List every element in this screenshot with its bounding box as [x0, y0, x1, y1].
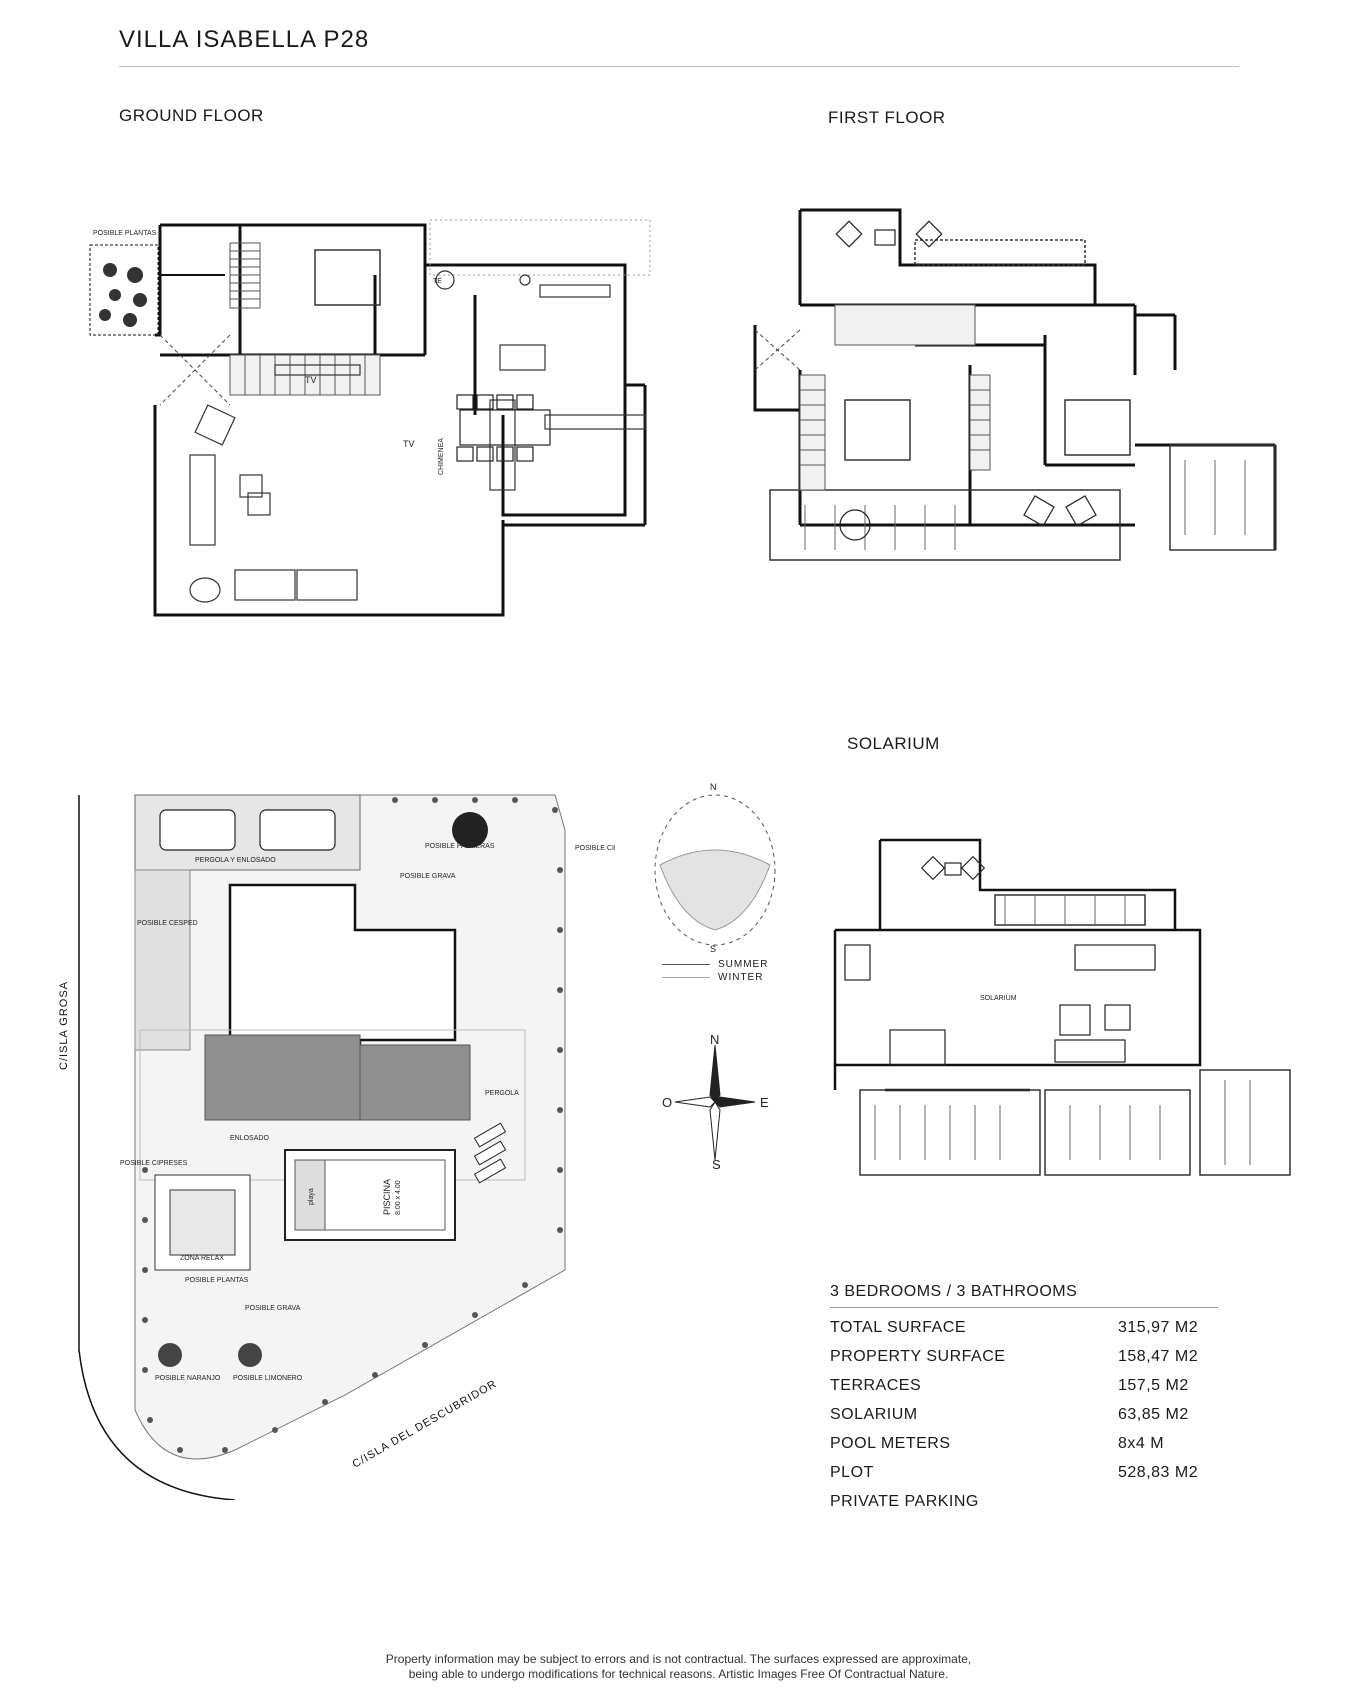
- street-isla-grosa: C/ISLA GROSA: [58, 981, 70, 1070]
- sun-s-label: S: [710, 944, 716, 954]
- disclaimer-line-2: being able to undergo modifications for …: [408, 1667, 949, 1681]
- spec-value: [1118, 1493, 1218, 1511]
- playa-label: playa: [308, 1188, 315, 1205]
- spec-row: POOL METERS 8x4 M: [830, 1435, 1218, 1453]
- spec-value: 63,85 M2: [1118, 1406, 1189, 1423]
- specs-heading: 3 BEDROOMS / 3 BATHROOMS: [830, 1283, 1218, 1308]
- posible-plantas-label-site: POSIBLE PLANTAS: [185, 1277, 249, 1284]
- spec-row: TOTAL SURFACE 315,97 M2: [830, 1319, 1218, 1337]
- first-floor-plan: [745, 205, 1285, 620]
- compass-n: N: [710, 1035, 719, 1047]
- compass-o: O: [662, 1095, 672, 1110]
- te-label: TE: [433, 278, 442, 285]
- spec-row: SOLARIUM 63,85 M2: [830, 1406, 1218, 1424]
- zona-relax-label: ZONA RELAX: [180, 1255, 224, 1262]
- legend-summer: SUMMER: [718, 959, 769, 970]
- posible-palmeras-label: POSIBLE PALMERAS: [425, 843, 495, 850]
- piscina-label: PISCINA: [382, 1179, 392, 1215]
- sun-n-label: N: [710, 782, 717, 792]
- posible-grava-label-1: POSIBLE GRAVA: [400, 873, 456, 880]
- posible-grava-label-2: POSIBLE GRAVA: [245, 1305, 301, 1312]
- posible-limonero-label: POSIBLE LIMONERO: [233, 1375, 303, 1382]
- spec-value: 8x4 M: [1118, 1435, 1165, 1452]
- posible-cesped-label: POSIBLE CESPED: [137, 920, 198, 927]
- chimenea-label: CHIMENEA: [438, 438, 445, 475]
- spec-label: POOL METERS: [830, 1435, 951, 1452]
- spec-value: 158,47 M2: [1118, 1348, 1199, 1365]
- posible-naranjo-label: POSIBLE NARANJO: [155, 1375, 221, 1382]
- sun-path-diagram: N S: [640, 780, 790, 955]
- spec-label: PRIVATE PARKING: [830, 1493, 979, 1510]
- site-plan: POSIBLE PALMERAS POSIBLE CIPRESES POSIBL…: [55, 790, 615, 1500]
- spec-label: TOTAL SURFACE: [830, 1319, 967, 1336]
- solarium-plan: SOLARIUM: [830, 835, 1295, 1180]
- compass-rose: N S E O: [660, 1035, 770, 1170]
- compass-s: S: [712, 1157, 721, 1170]
- first-floor-label: FIRST FLOOR: [828, 108, 946, 127]
- disclaimer-line-1: Property information may be subject to e…: [385, 1652, 972, 1666]
- pergola-label: PERGOLA: [485, 1090, 519, 1097]
- pergola-enlosado-label: PERGOLA Y ENLOSADO: [195, 857, 276, 864]
- street-isla-descubridor: C/ISLA DEL DESCUBRIDOR: [351, 1378, 500, 1471]
- legend-winter: WINTER: [718, 972, 764, 983]
- title-divider: [119, 66, 1239, 67]
- page-title: VILLA ISABELLA P28: [119, 26, 370, 53]
- posible-cipreses-label-1: POSIBLE CIPRESES: [575, 845, 615, 852]
- posible-cipreses-label-2: POSIBLE CIPRESES: [120, 1160, 188, 1167]
- spec-row: TERRACES 157,5 M2: [830, 1377, 1218, 1395]
- spec-value: 528,83 M2: [1118, 1464, 1199, 1481]
- spec-row: PROPERTY SURFACE 158,47 M2: [830, 1348, 1218, 1366]
- specs-table: 3 BEDROOMS / 3 BATHROOMS TOTAL SURFACE 3…: [830, 1283, 1218, 1511]
- spec-row: PRIVATE PARKING: [830, 1493, 1218, 1511]
- spec-label: SOLARIUM: [830, 1406, 918, 1423]
- spec-label: PROPERTY SURFACE: [830, 1348, 1006, 1365]
- posible-plantas-label: POSIBLE PLANTAS: [93, 230, 157, 237]
- spec-value: 157,5 M2: [1118, 1377, 1189, 1394]
- enlosado-label: ENLOSADO: [230, 1135, 269, 1142]
- ground-floor-label: GROUND FLOOR: [119, 106, 264, 125]
- sun-legend: SUMMER WINTER: [662, 958, 768, 984]
- solarium-label: SOLARIUM: [847, 734, 940, 753]
- disclaimer: Property information may be subject to e…: [300, 1652, 1057, 1682]
- spec-row: PLOT 528,83 M2: [830, 1464, 1218, 1482]
- tv-label-1: TV: [305, 375, 317, 385]
- spec-label: PLOT: [830, 1464, 874, 1481]
- tv-label-2: TV: [403, 439, 415, 449]
- spec-label: TERRACES: [830, 1377, 922, 1394]
- spec-value: 315,97 M2: [1118, 1319, 1199, 1336]
- compass-e: E: [760, 1095, 769, 1110]
- solarium-room-label: SOLARIUM: [980, 995, 1017, 1002]
- piscina-size-label: 8.00 x 4.00: [395, 1180, 402, 1215]
- ground-floor-plan: POSIBLE PLANTAS TV TV TE CHIMENEA: [85, 215, 660, 620]
